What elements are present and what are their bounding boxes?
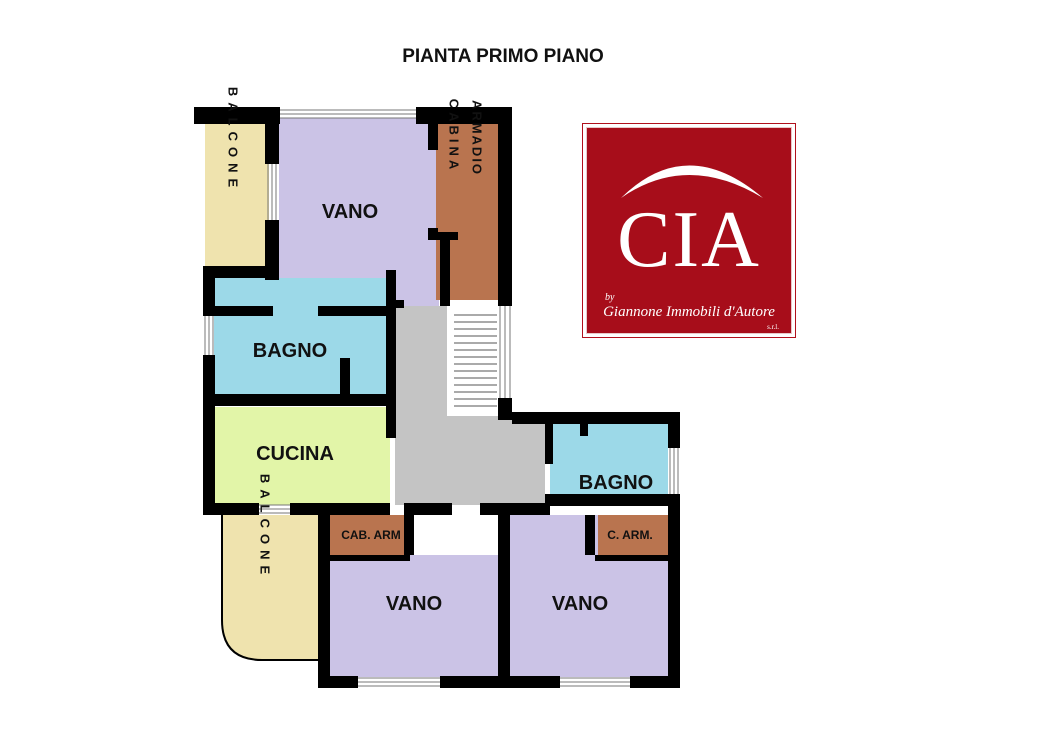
walls	[194, 107, 680, 688]
label-balcone-top: BALCONE	[226, 87, 241, 193]
cia-logo: CIA by Giannone Immobili d'Autore s.r.l.	[582, 123, 796, 338]
room-cab-arm	[330, 515, 410, 555]
label-armadio: ARMADIO	[470, 100, 485, 176]
room-vano-top	[279, 118, 439, 309]
room-balcone-bottom	[222, 515, 318, 660]
logo-company-name: Giannone Immobili d'Autore	[603, 304, 775, 320]
label-cucina: CUCINA	[256, 443, 334, 465]
balcone-bottom-outline	[221, 515, 318, 661]
label-c-arm: C. ARM.	[607, 528, 653, 542]
label-balcone-bottom: BALCONE	[258, 474, 273, 580]
label-cabina: CABINA	[447, 99, 462, 174]
room-c-arm	[598, 515, 668, 555]
plan-title: PIANTA PRIMO PIANO	[402, 46, 604, 67]
label-cab-arm: CAB. ARM	[341, 528, 401, 542]
room-bagno-right	[550, 424, 668, 504]
label-vano-bottom-right: VANO	[552, 593, 608, 615]
label-bagno-right: BAGNO	[579, 472, 653, 494]
label-bagno-left: BAGNO	[253, 340, 327, 362]
room-vano-bottom-left	[330, 555, 498, 677]
room-stairs	[447, 306, 499, 416]
windows	[204, 109, 679, 687]
room-corridor	[395, 306, 545, 505]
room-cucina	[214, 407, 390, 505]
room-bagno-left	[214, 278, 386, 394]
logo-arc-icon	[621, 165, 763, 198]
room-balcone-top	[205, 124, 269, 266]
label-vano-bottom-left: VANO	[386, 593, 442, 615]
stair-treads	[454, 314, 497, 407]
logo-suffix: s.r.l.	[767, 323, 779, 331]
logo-by: by	[605, 292, 615, 303]
logo-background: CIA by Giannone Immobili d'Autore s.r.l.	[586, 127, 792, 334]
logo-letters: CIA	[617, 196, 761, 284]
label-vano-top: VANO	[322, 201, 378, 223]
